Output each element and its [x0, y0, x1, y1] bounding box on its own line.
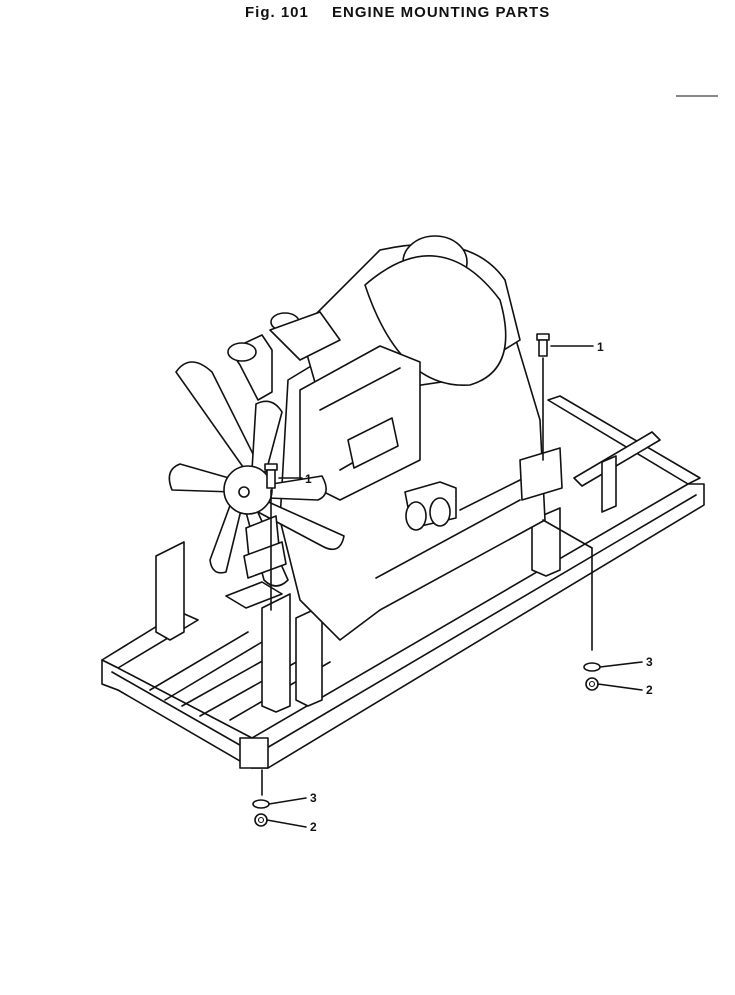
- figure-name: ENGINE MOUNTING PARTS: [332, 4, 551, 21]
- washer-left: [252, 799, 270, 809]
- figure-title: Fig. 101 ENGINE MOUNTING PARTS: [245, 4, 575, 26]
- callout-bolt-rear: 1: [597, 340, 604, 354]
- leader-washer-right: [599, 661, 643, 668]
- callout-nut-left: 2: [310, 820, 317, 834]
- leader-washer-left: [268, 797, 307, 805]
- figure-number: Fig. 101: [245, 4, 309, 21]
- nut-right: [585, 677, 599, 691]
- mounting-bolt-front: [264, 463, 278, 489]
- callout-washer-left: 3: [310, 791, 317, 805]
- callout-washer-right: 3: [646, 655, 653, 669]
- leader-nut-left: [266, 819, 307, 828]
- leader-nut-right: [597, 683, 643, 691]
- nut-left: [254, 813, 268, 827]
- washer-right: [583, 662, 601, 672]
- base-frame: [101, 395, 705, 769]
- callout-nut-right: 2: [646, 683, 653, 697]
- mounting-bolt-rear: [536, 333, 550, 357]
- callout-bolt-front: 1: [305, 472, 312, 486]
- centerline-right-drop: [542, 519, 593, 549]
- engine: [227, 235, 563, 641]
